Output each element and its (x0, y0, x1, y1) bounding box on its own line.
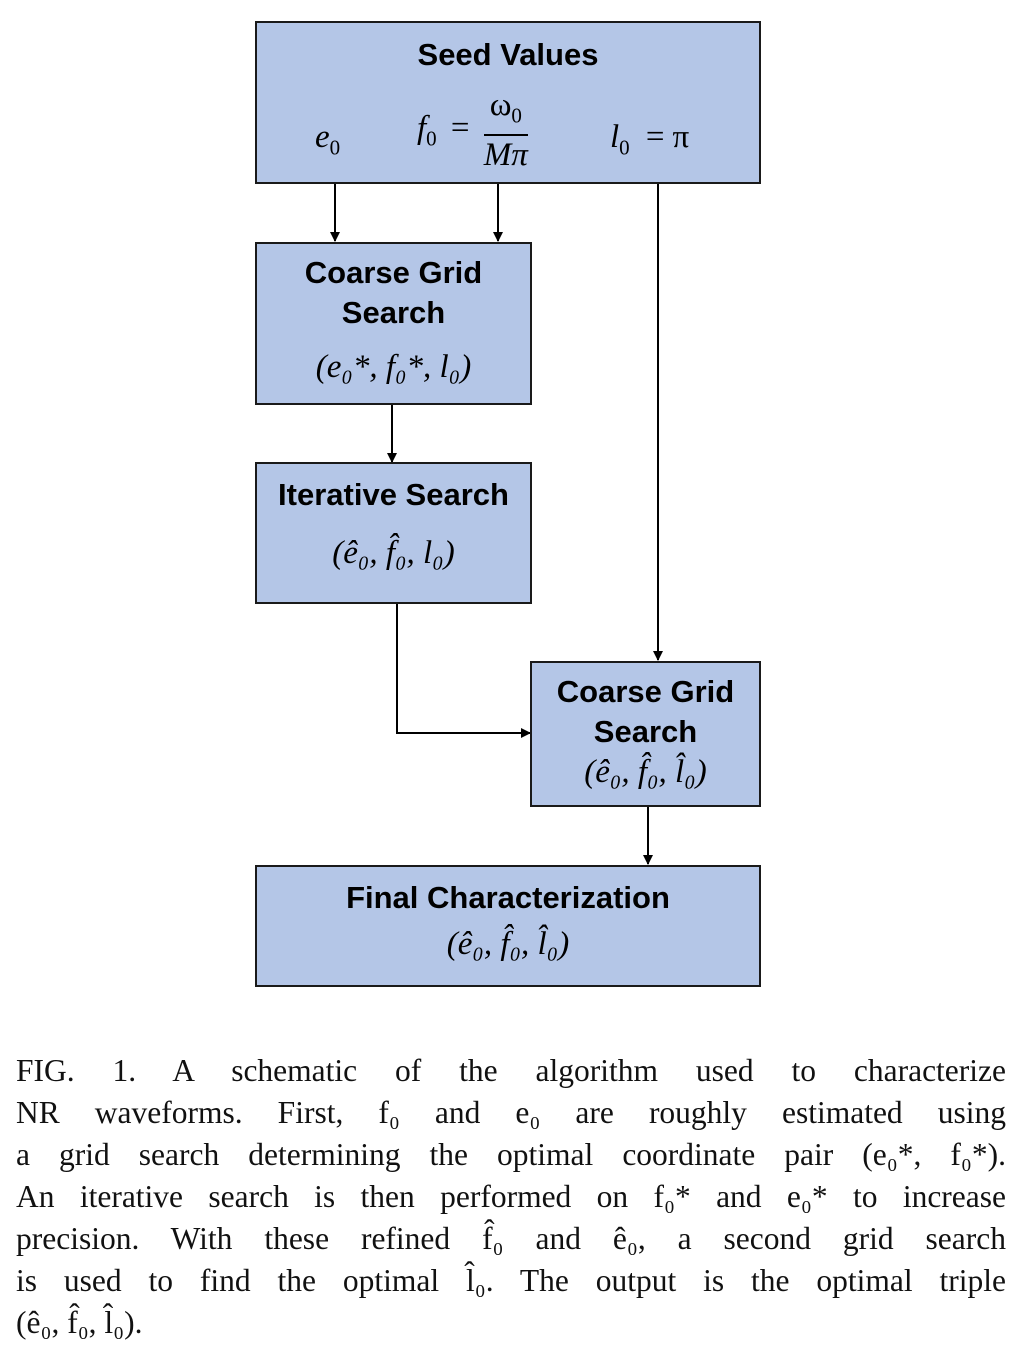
iterative-search-box: Iterative Search (ê₀, f̂₀, l₀) (255, 462, 532, 604)
seed-f0-formula: f0 = ω0 Mπ (417, 87, 528, 173)
omega-over-mpi-fraction: ω0 Mπ (483, 87, 528, 173)
coarse2-params: (ê₀, f̂₀, l̂₀) (584, 754, 707, 790)
caption-line: FIG. 1. A schematic of the algorithm use… (16, 1053, 1006, 1088)
seed-values-box: Seed Values e0 f0 = ω0 Mπ l0 =π (255, 21, 761, 184)
final-params: (ê₀, f̂₀, l̂₀) (446, 926, 570, 962)
coarse1-params: (e₀*, f₀*, l₀) (315, 349, 472, 385)
coarse1-title-line1: Coarse Grid (304, 255, 483, 290)
final-characterization-box: Final Characterization (ê₀, f̂₀, l̂₀) (255, 865, 761, 987)
coarse-grid-search-box-1: Coarse Grid Search (e₀*, f₀*, l₀) (255, 242, 532, 405)
flow-arrows (330, 183, 663, 865)
caption-line: (ê₀, f̂₀, l̂₀). (16, 1305, 143, 1340)
caption-line: a grid search determining the optimal co… (16, 1137, 1006, 1172)
caption-line: is used to find the optimal l̂₀. The out… (16, 1263, 1006, 1298)
arrow-iterative-to-coarse2 (396, 603, 531, 738)
caption-line: NR waveforms. First, f₀ and e₀ are rough… (16, 1095, 1006, 1130)
seed-e0: e0 (315, 119, 341, 160)
iterative-title: Iterative Search (278, 477, 509, 512)
final-title: Final Characterization (346, 880, 670, 915)
seed-values-title: Seed Values (417, 37, 599, 72)
caption-line: precision. With these refined f̂₀ and ê₀… (16, 1221, 1006, 1256)
iterative-params: (ê₀, f̂₀, l₀) (332, 535, 455, 571)
coarse2-title-line2: Search (593, 714, 698, 749)
coarse2-title-line1: Coarse Grid (556, 674, 735, 709)
seed-l0: l0 =π (610, 119, 690, 160)
figure-caption: FIG. 1. A schematic of the algorithm use… (16, 1050, 1006, 1344)
caption-line: An iterative search is then performed on… (16, 1179, 1006, 1214)
coarse-grid-search-box-2: Coarse Grid Search (ê₀, f̂₀, l̂₀) (530, 661, 761, 807)
coarse1-title-line2: Search (341, 295, 446, 330)
